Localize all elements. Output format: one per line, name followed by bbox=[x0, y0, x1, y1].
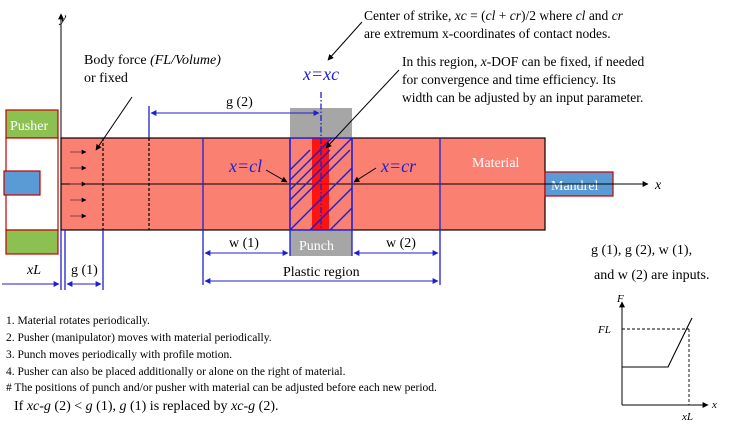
pusher-top bbox=[5, 109, 59, 139]
w1-label: w (1) bbox=[229, 236, 259, 251]
note-5: # The positions of punch and/or pusher w… bbox=[6, 382, 437, 394]
material-label: Material bbox=[472, 156, 520, 171]
force-graph: F x FL xL bbox=[597, 293, 717, 423]
graph-xl-label: xL bbox=[681, 411, 693, 423]
g1-label: g (1) bbox=[71, 263, 98, 278]
pusher-label: Pusher bbox=[10, 119, 48, 134]
region-note-line1: In this region, x-DOF can be fixed, if n… bbox=[402, 54, 644, 69]
cr-pointer bbox=[353, 167, 377, 183]
graph-curve bbox=[622, 317, 693, 368]
graph-y-label: F bbox=[616, 293, 624, 305]
region-note-pointer bbox=[325, 69, 400, 149]
mandrel-label: Mandrel bbox=[551, 179, 599, 194]
pusher-blue-block bbox=[3, 170, 41, 196]
inputs-line2: and w (2) are inputs. bbox=[594, 268, 709, 283]
pusher-bottom bbox=[5, 229, 59, 255]
x-axis-label: x bbox=[654, 178, 662, 193]
g2-top-label: g (2) bbox=[226, 95, 253, 110]
punch-bottom bbox=[290, 230, 352, 256]
region-note-line2: for convergence and time efficiency. Its bbox=[402, 72, 616, 87]
xc-label: x=xc bbox=[302, 64, 339, 84]
body-force-line2: or fixed bbox=[84, 71, 128, 86]
note-4: 4. Pusher can also be placed additionall… bbox=[6, 366, 346, 378]
punch-label: Punch bbox=[299, 239, 334, 254]
note-last: If xc-g (2) < g (1), g (1) is replaced b… bbox=[14, 399, 279, 414]
hatch-lines bbox=[290, 138, 352, 230]
center-note-pointer bbox=[327, 21, 363, 61]
plastic-region-label: Plastic region bbox=[283, 265, 360, 280]
xl-label: xL bbox=[26, 263, 41, 278]
cr-label: x=cr bbox=[380, 156, 417, 176]
note-2: 2. Pusher (manipulator) moves with mater… bbox=[6, 332, 272, 344]
graph-x-label: x bbox=[711, 399, 717, 411]
cl-pointer bbox=[265, 169, 288, 183]
graph-fl-label: FL bbox=[597, 324, 611, 336]
body-force-arrows bbox=[70, 149, 87, 219]
center-note-line2: are extremum x-coordinates of contact no… bbox=[364, 26, 611, 41]
center-note-line1: Center of strike, xc = (cl + cr)/2 where… bbox=[364, 8, 624, 23]
cl-label: x=cl bbox=[228, 156, 262, 176]
note-1: 1. Material rotates periodically. bbox=[6, 315, 150, 327]
blue-boundaries bbox=[60, 106, 441, 290]
inputs-line1: g (1), g (2), w (1), bbox=[591, 243, 692, 258]
body-force-pointer bbox=[95, 96, 133, 151]
region-note-line3: width can be adjusted by an input parame… bbox=[402, 90, 643, 105]
note-3: 3. Punch moves periodically with profile… bbox=[6, 349, 233, 361]
body-force-label: Body force (FL/Volume) bbox=[84, 53, 221, 68]
w2-label: w (2) bbox=[386, 236, 416, 251]
y-axis-label: y bbox=[58, 11, 67, 26]
